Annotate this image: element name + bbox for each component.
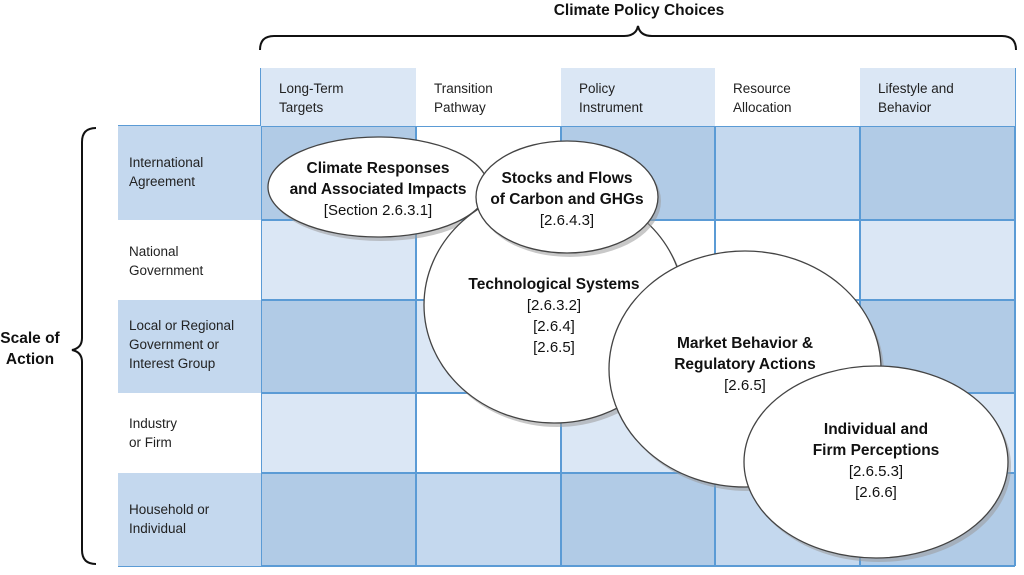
column-header-label: Lifestyle and — [878, 81, 954, 96]
bubble-title: Stocks and Flows — [502, 170, 633, 187]
bubble-title: Firm Perceptions — [813, 442, 940, 459]
bubble-title: and Associated Impacts — [290, 181, 467, 198]
row-header-bg — [118, 126, 261, 220]
bubble-reference: [2.6.4] — [533, 318, 575, 335]
grid-cell — [261, 393, 416, 473]
top-bracket — [259, 25, 1017, 51]
bubble-shape — [475, 140, 659, 254]
grid-cell — [261, 473, 416, 566]
row-header-label: Individual — [129, 521, 186, 536]
column-header-label: Instrument — [579, 100, 643, 115]
bubble-reference: [2.6.3.2] — [527, 297, 581, 314]
row-header-label: Local or Regional — [129, 318, 234, 333]
column-header-label: Policy — [579, 81, 615, 96]
column-header-label: Long-Term — [279, 81, 344, 96]
row-header-label: Agreement — [129, 174, 195, 189]
axis-label-line-2: Action — [6, 351, 54, 368]
row-header-bg — [118, 473, 261, 566]
column-header-bg — [715, 68, 860, 126]
bubble-reference: [2.6.5] — [533, 339, 575, 356]
grid-cell — [416, 473, 561, 566]
header-title: Climate Policy Choices — [554, 2, 725, 19]
row-header-bg — [118, 220, 261, 300]
bubble-reference: [2.6.4.3] — [540, 212, 594, 229]
row-header-label: International — [129, 155, 203, 170]
column-header-bg — [261, 68, 416, 126]
row-headers: InternationalAgreementNationalGovernment… — [118, 126, 261, 566]
bubbles: Climate Responses and Associated Impacts [… — [267, 136, 1011, 562]
bubble-title: of Carbon and GHGs — [490, 191, 643, 208]
column-header-label: Behavior — [878, 100, 932, 115]
grid-cell — [860, 126, 1015, 220]
column-header-label: Targets — [279, 100, 324, 115]
grid-cell — [261, 300, 416, 393]
grid-cell — [561, 473, 715, 566]
row-header-label: Government — [129, 263, 204, 278]
bubble-stocks-flows: Stocks and Flows of Carbon and GHGs [2.6.4… — [475, 140, 661, 257]
bubble-shape — [743, 365, 1009, 559]
bubble-title: Individual and — [824, 421, 928, 438]
column-header-label: Pathway — [434, 100, 486, 115]
row-header-label: Government or — [129, 337, 220, 352]
grid-cell — [860, 220, 1015, 300]
row-header-bg — [118, 393, 261, 473]
bubble-reference: [2.6.6] — [855, 484, 897, 501]
column-header-label: Resource — [733, 81, 791, 96]
bubble-reference: [Section 2.6.3.1] — [324, 202, 432, 219]
row-header-label: Household or — [129, 502, 210, 517]
bubble-title: Market Behavior & — [677, 335, 813, 352]
row-header-bg — [118, 300, 261, 393]
bubble-reference: [2.6.5] — [724, 377, 766, 394]
axis-label-line-1: Scale of — [0, 330, 60, 347]
column-header-bg — [561, 68, 715, 126]
column-header-bg — [416, 68, 561, 126]
column-header-label: Transition — [434, 81, 493, 96]
row-header-label: or Firm — [129, 435, 172, 450]
bubble-climate-responses: Climate Responses and Associated Impacts [… — [267, 136, 491, 241]
column-header-bg — [860, 68, 1015, 126]
column-header-label: Allocation — [733, 100, 792, 115]
row-header-label: Interest Group — [129, 356, 215, 371]
row-header-label: National — [129, 244, 179, 259]
bubble-title: Climate Responses — [307, 160, 450, 177]
grid-cell — [715, 126, 860, 220]
bubble-title: Regulatory Actions — [674, 356, 816, 373]
row-header-label: Industry — [129, 416, 177, 431]
bubble-title: Technological Systems — [468, 276, 639, 293]
left-bracket — [71, 127, 97, 565]
bubble-reference: [2.6.5.3] — [849, 463, 903, 480]
